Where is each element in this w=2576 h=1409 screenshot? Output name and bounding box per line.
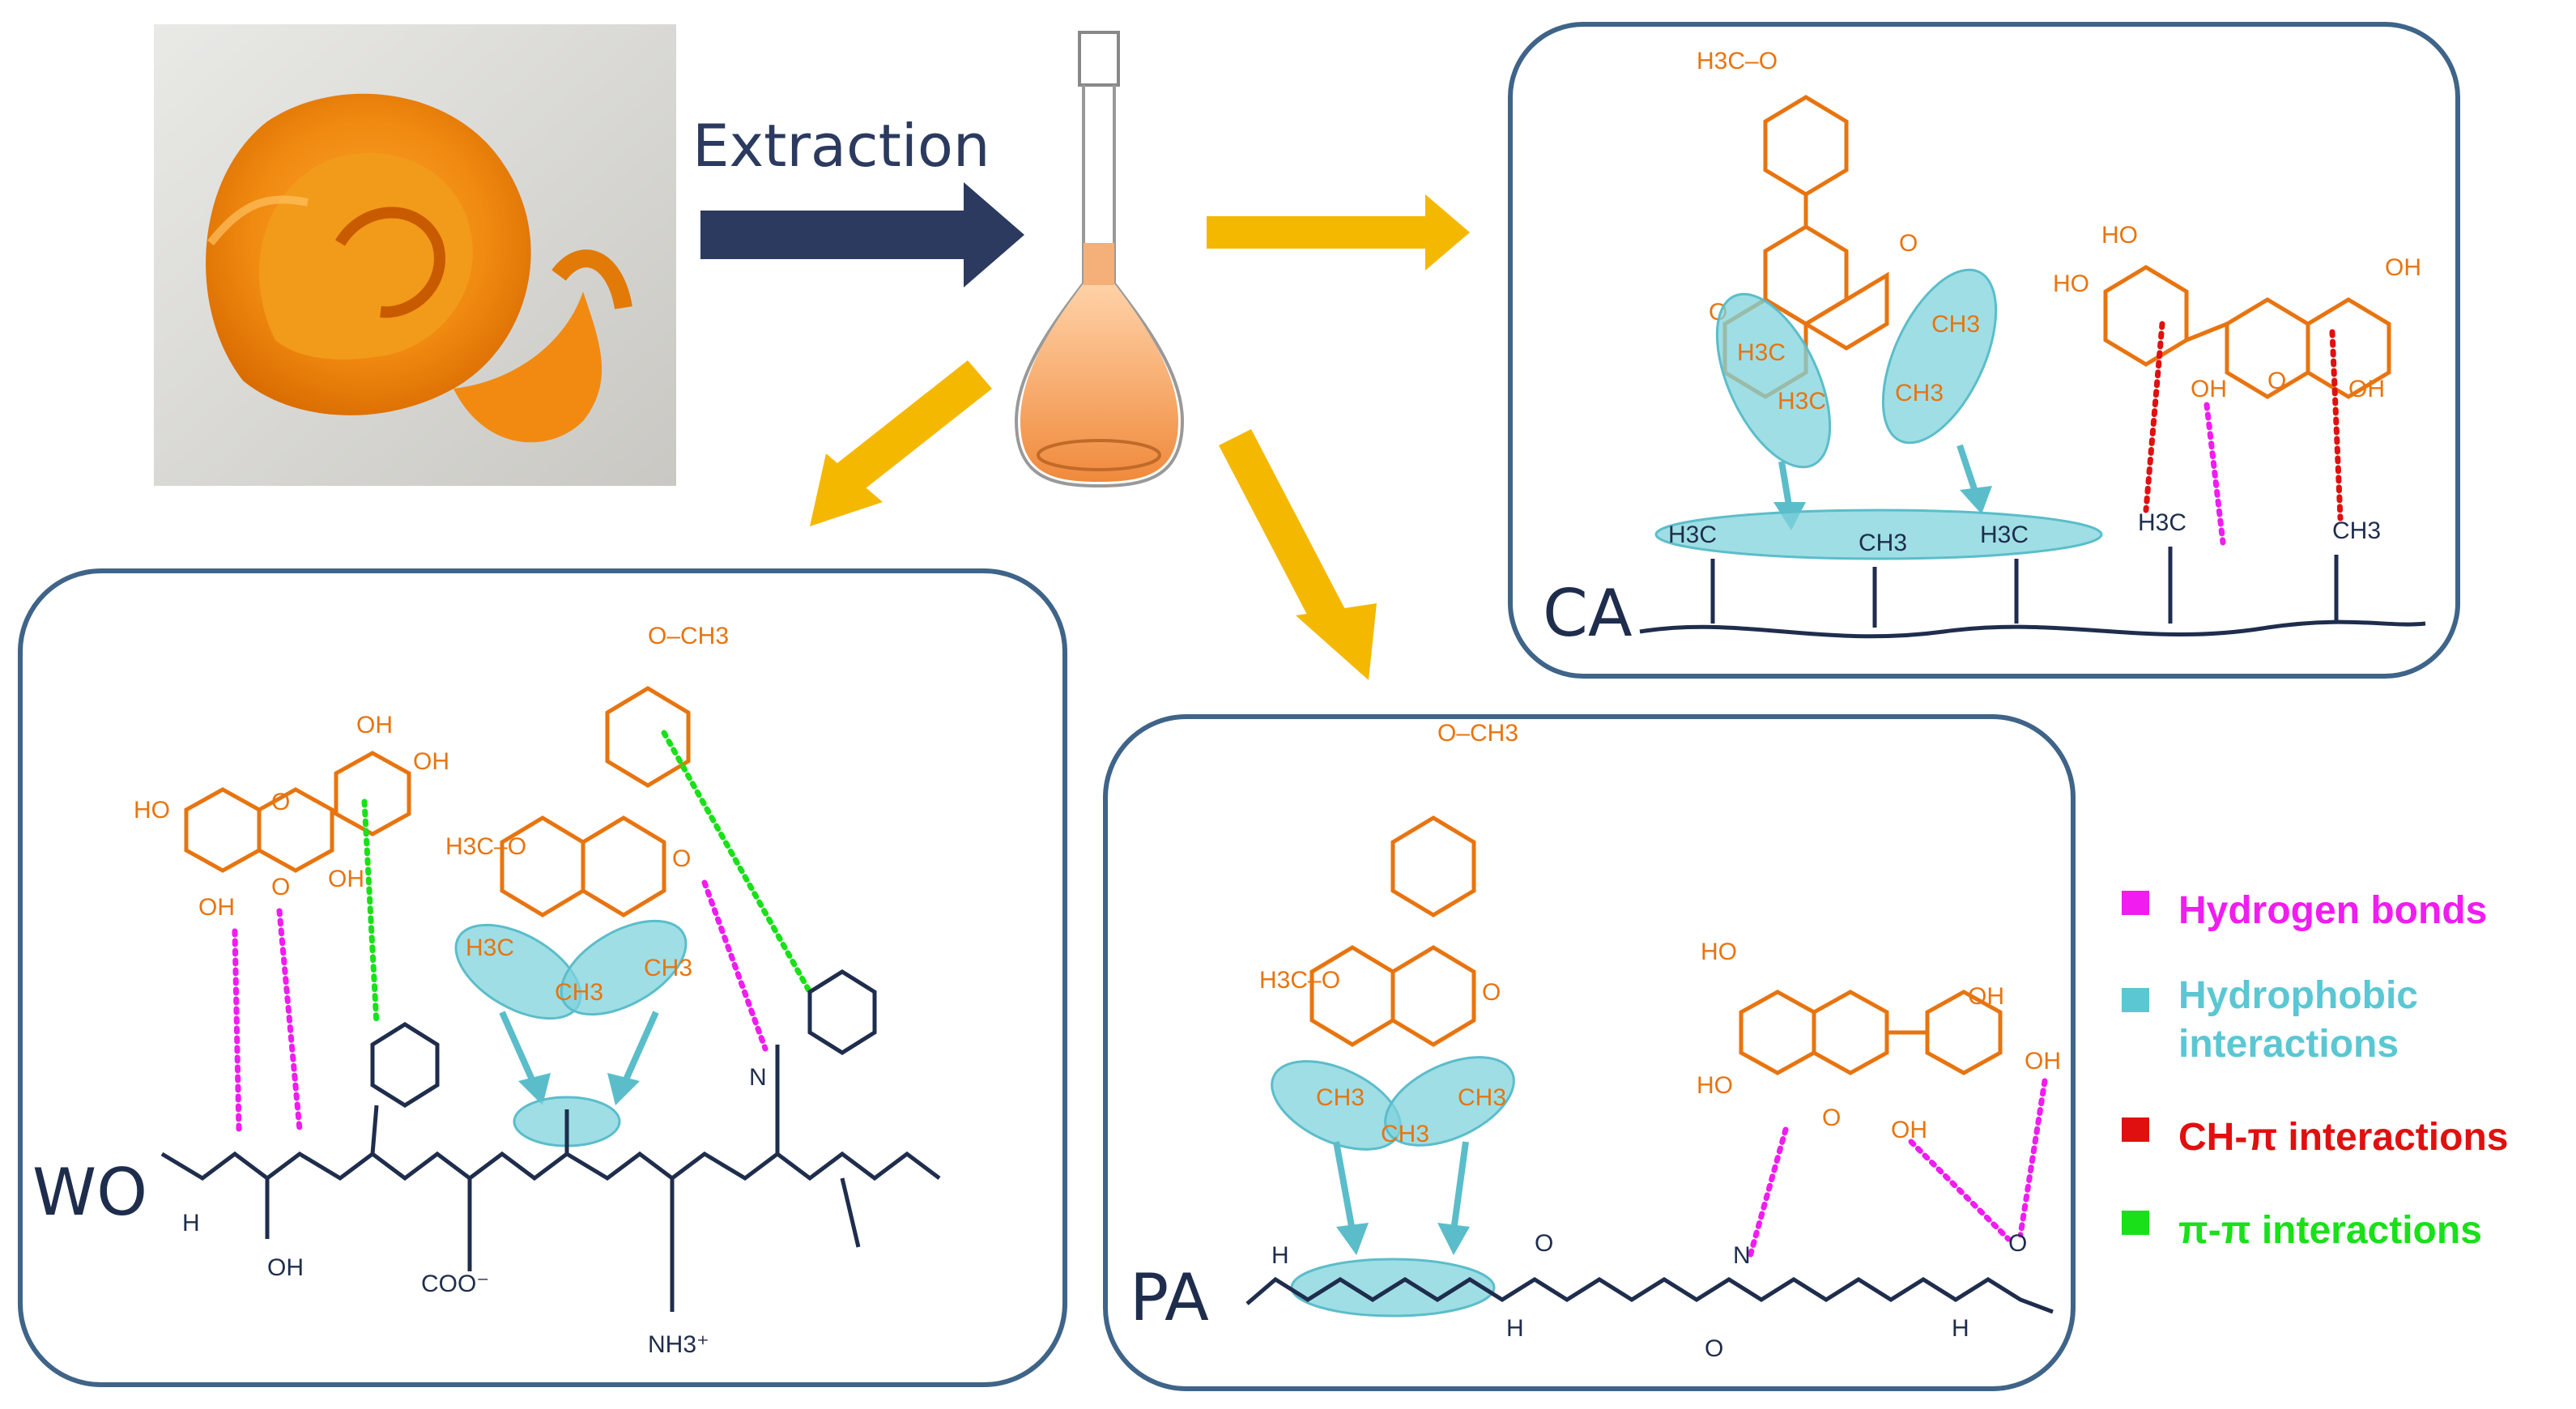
panel-wo-tag: WO bbox=[32, 1155, 147, 1230]
svg-text:O–CH3: O–CH3 bbox=[648, 623, 729, 649]
svg-text:OH: OH bbox=[2385, 254, 2421, 281]
legend-swatch bbox=[2122, 988, 2149, 1012]
svg-text:CH3: CH3 bbox=[1381, 1121, 1429, 1147]
svg-text:O: O bbox=[2267, 368, 2286, 394]
panel-pa: PA O–CH3 H3C–O O CH3 CH3 CH3 HO OH OH HO bbox=[1105, 717, 2073, 1389]
svg-text:H: H bbox=[182, 1210, 200, 1237]
arrow-to-wo bbox=[810, 360, 992, 526]
legend-swatch bbox=[2122, 1211, 2149, 1235]
legend: Hydrogen bonds Hydrophobic interactions … bbox=[2122, 889, 2508, 1252]
svg-text:H3C–O: H3C–O bbox=[445, 833, 526, 860]
legend-label: CH-π interactions bbox=[2178, 1116, 2508, 1159]
legend-item-pi-pi: π-π interactions bbox=[2122, 1209, 2482, 1252]
legend-label: Hydrophobic bbox=[2178, 974, 2418, 1017]
svg-text:H3C–O: H3C–O bbox=[1259, 967, 1340, 994]
svg-text:HO: HO bbox=[2101, 222, 2138, 249]
svg-text:NH3⁺: NH3⁺ bbox=[648, 1331, 709, 1358]
volumetric-flask bbox=[1016, 32, 1182, 486]
svg-text:O: O bbox=[271, 789, 290, 815]
extraction-arrow bbox=[700, 182, 1024, 287]
svg-text:CH3: CH3 bbox=[555, 979, 603, 1006]
legend-label-line2: interactions bbox=[2178, 1023, 2399, 1066]
panel-ca: CA H3C–O O O H3C H3C CH3 CH3 HO HO bbox=[1510, 24, 2458, 676]
svg-text:H3C: H3C bbox=[1668, 521, 1717, 548]
legend-swatch bbox=[2122, 1117, 2149, 1142]
svg-text:H: H bbox=[1506, 1315, 1524, 1342]
legend-item-hydrophobic: Hydrophobic interactions bbox=[2122, 974, 2418, 1066]
svg-text:OH: OH bbox=[356, 712, 393, 739]
svg-text:O: O bbox=[1705, 1335, 1723, 1362]
legend-item-ch-pi: CH-π interactions bbox=[2122, 1116, 2508, 1159]
svg-text:O–CH3: O–CH3 bbox=[1437, 720, 1518, 747]
svg-text:CH3: CH3 bbox=[1859, 530, 1907, 556]
svg-text:OH: OH bbox=[2348, 376, 2385, 402]
svg-text:O: O bbox=[2008, 1230, 2027, 1257]
svg-text:CH3: CH3 bbox=[644, 955, 692, 981]
svg-text:OH: OH bbox=[2191, 376, 2227, 402]
svg-text:H3C: H3C bbox=[2138, 509, 2186, 536]
svg-text:OH: OH bbox=[1891, 1117, 1927, 1143]
legend-label: Hydrogen bonds bbox=[2178, 889, 2487, 932]
svg-text:CH3: CH3 bbox=[1895, 380, 1944, 407]
svg-text:CH3: CH3 bbox=[1316, 1084, 1365, 1111]
svg-text:HO: HO bbox=[2053, 270, 2089, 297]
arrow-to-ca bbox=[1207, 194, 1470, 270]
extraction-label: Extraction bbox=[692, 112, 990, 180]
svg-text:H3C: H3C bbox=[1778, 388, 1826, 415]
svg-text:OH: OH bbox=[413, 748, 449, 775]
svg-text:O: O bbox=[1535, 1230, 1553, 1257]
svg-text:H3C: H3C bbox=[1737, 339, 1786, 366]
svg-text:CH3: CH3 bbox=[1458, 1084, 1506, 1111]
svg-text:OH: OH bbox=[2025, 1048, 2061, 1075]
svg-text:OH: OH bbox=[198, 894, 235, 921]
panel-ca-tag: CA bbox=[1543, 576, 1633, 651]
svg-text:HO: HO bbox=[1697, 1072, 1733, 1099]
legend-item-hydrogen-bonds: Hydrogen bonds bbox=[2122, 889, 2487, 932]
svg-text:H3C: H3C bbox=[1980, 521, 2029, 548]
svg-text:H: H bbox=[1952, 1315, 1969, 1342]
svg-text:H: H bbox=[1271, 1242, 1289, 1269]
svg-text:H3C–O: H3C–O bbox=[1697, 48, 1778, 74]
svg-text:O: O bbox=[271, 874, 290, 900]
svg-text:CH3: CH3 bbox=[1931, 311, 1980, 338]
svg-text:O: O bbox=[672, 845, 691, 872]
panel-pa-tag: PA bbox=[1130, 1260, 1209, 1335]
svg-text:O: O bbox=[1822, 1105, 1841, 1131]
svg-text:HO: HO bbox=[1701, 939, 1737, 965]
svg-text:COO⁻: COO⁻ bbox=[421, 1271, 489, 1297]
legend-swatch bbox=[2122, 891, 2149, 915]
svg-text:O: O bbox=[1899, 230, 1918, 257]
svg-text:CH3: CH3 bbox=[2332, 517, 2381, 544]
svg-text:OH: OH bbox=[267, 1254, 304, 1281]
svg-text:O: O bbox=[1482, 979, 1501, 1006]
legend-label: π-π interactions bbox=[2178, 1209, 2482, 1252]
svg-text:HO: HO bbox=[134, 797, 170, 824]
svg-text:N: N bbox=[749, 1064, 767, 1091]
svg-text:N: N bbox=[1733, 1242, 1751, 1269]
arrow-to-pa bbox=[1219, 429, 1377, 680]
svg-text:H3C: H3C bbox=[466, 934, 514, 961]
panel-wo: WO OH OH HO O O OH OH O–CH3 H3C–O O H3C … bbox=[20, 571, 1065, 1385]
svg-text:OH: OH bbox=[328, 866, 364, 892]
orange-peel-photo bbox=[154, 24, 676, 486]
